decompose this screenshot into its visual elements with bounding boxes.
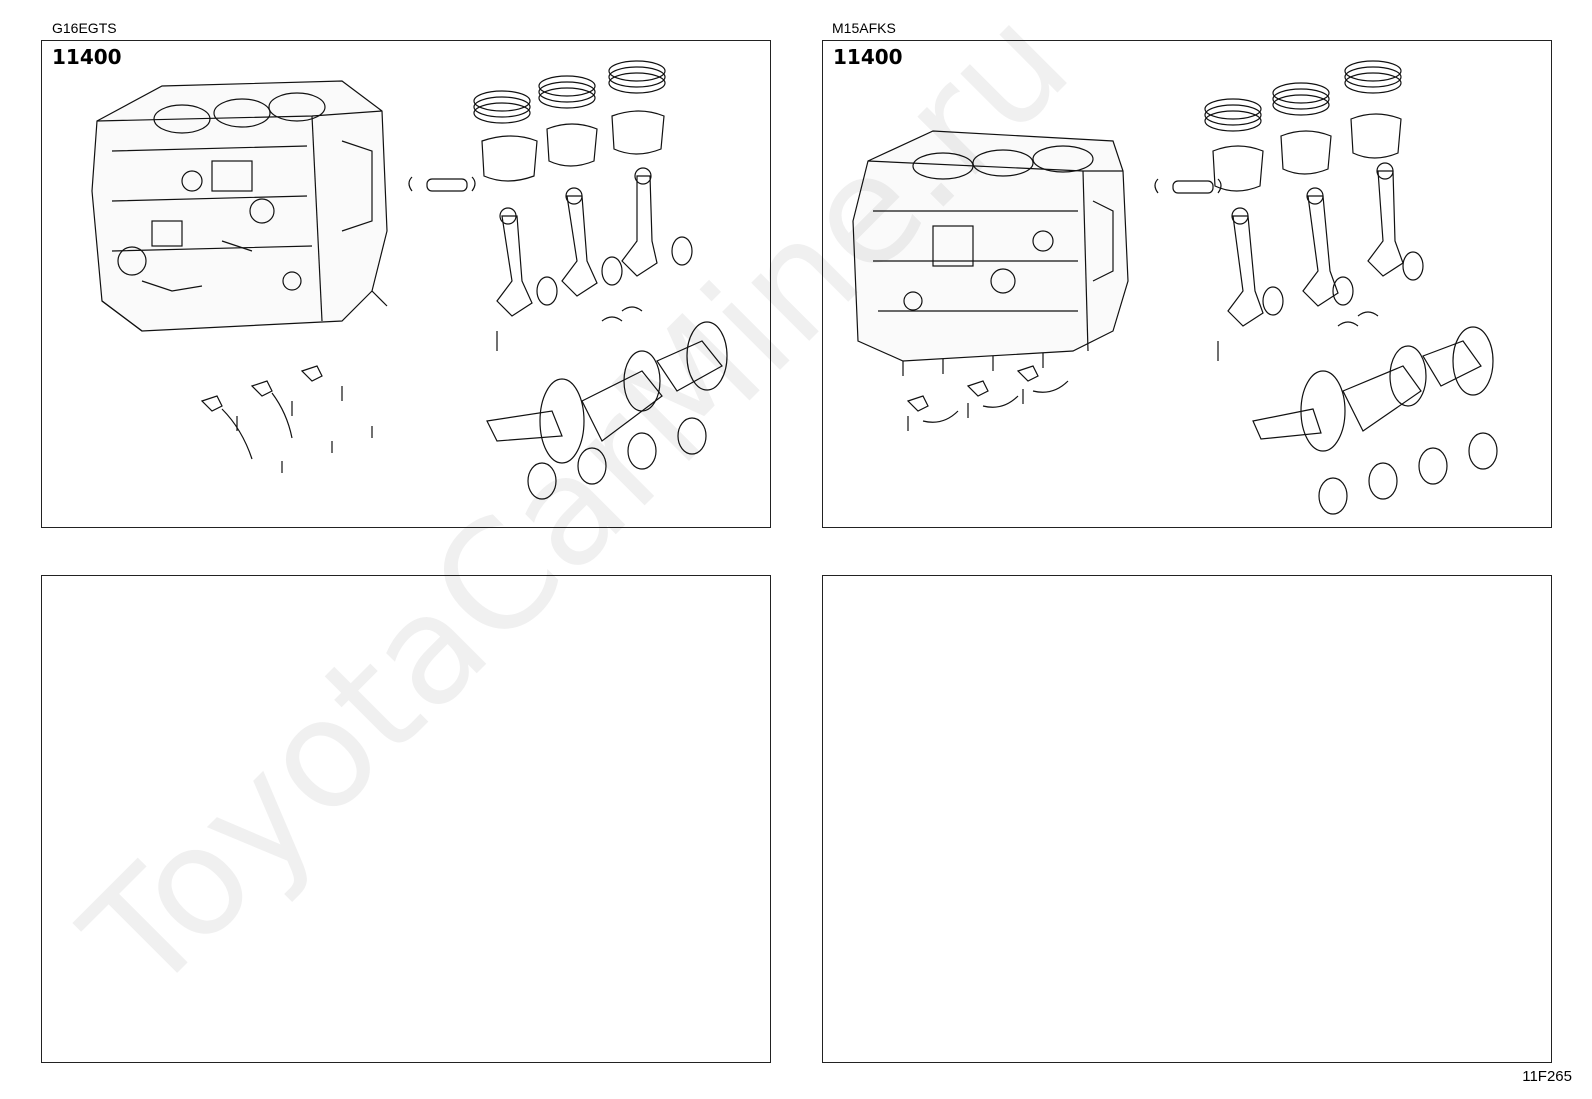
oil-jets-illustration bbox=[906, 365, 1069, 431]
engine-label-m15afks: M15AFKS bbox=[832, 20, 896, 36]
panel-empty-bottom-left bbox=[41, 575, 771, 1063]
panel-g16egts[interactable]: 11400 bbox=[41, 40, 771, 528]
crankshaft-illustration bbox=[486, 306, 728, 464]
main-bearings-illustration bbox=[1318, 432, 1498, 515]
pistons-illustration bbox=[1154, 113, 1402, 194]
piston-rings-illustration bbox=[473, 60, 666, 124]
connecting-rods-illustration bbox=[1217, 162, 1424, 361]
piston-rings-illustration bbox=[1204, 60, 1402, 132]
cylinder-block-illustration bbox=[852, 130, 1129, 376]
engine-short-block-drawing bbox=[852, 60, 1498, 515]
main-bearings-illustration bbox=[527, 417, 707, 500]
part-number-label[interactable]: 11400 bbox=[833, 45, 903, 69]
crankshaft-illustration bbox=[1252, 311, 1494, 452]
engine-label-g16egts: G16EGTS bbox=[52, 20, 117, 36]
pistons-illustration bbox=[408, 110, 665, 192]
connecting-rods-illustration bbox=[496, 167, 693, 351]
figure-code: 11F265 bbox=[1522, 1068, 1572, 1085]
cylinder-block-illustration bbox=[91, 80, 388, 332]
engine-short-block-drawing bbox=[91, 60, 728, 500]
panel-m15afks[interactable]: 11400 bbox=[822, 40, 1552, 528]
oil-jets-illustration bbox=[200, 365, 373, 473]
part-number-label[interactable]: 11400 bbox=[52, 45, 122, 69]
panel-empty-bottom-right bbox=[822, 575, 1552, 1063]
